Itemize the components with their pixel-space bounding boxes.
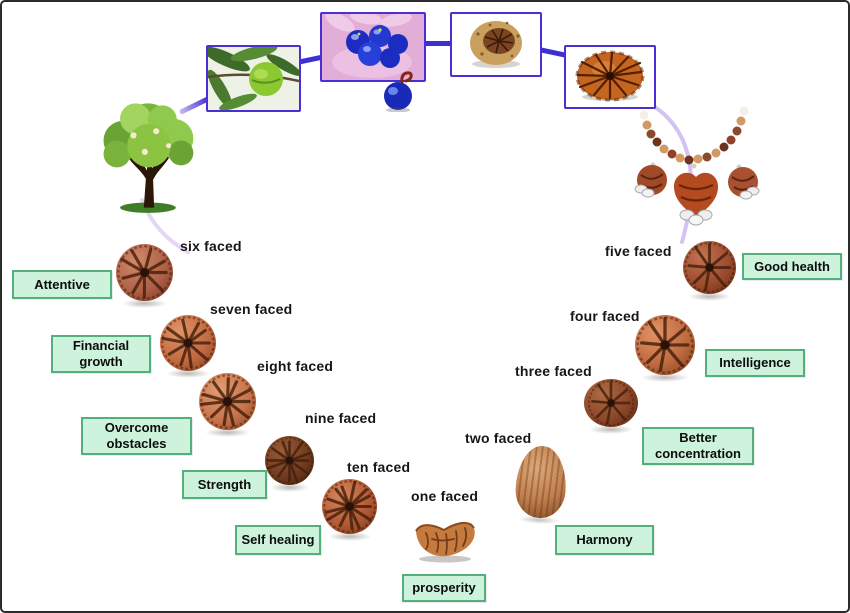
necklace-right-pendant <box>728 167 760 200</box>
label-ten-faced: ten faced <box>347 459 411 475</box>
necklace-left-pendant <box>634 165 667 198</box>
dried-bead-photo <box>450 12 542 77</box>
bead-four-faced <box>635 315 695 382</box>
bead-seven-faced <box>160 315 216 378</box>
bead-eight-faced <box>199 373 256 437</box>
benefit-good-health: Good health <box>742 253 842 280</box>
berry-cluster <box>346 25 408 68</box>
connector-dried-to-bead <box>538 47 567 58</box>
label-four-faced: four faced <box>570 308 640 324</box>
label-one-faced: one faced <box>411 488 479 504</box>
rudraksha-tree-image <box>103 103 194 213</box>
bead-one-faced <box>415 521 475 563</box>
necklace-strand <box>639 106 749 170</box>
bead-two-faced <box>514 444 568 520</box>
unripe-fruit-photo <box>206 45 301 112</box>
benefit-attentive: Attentive <box>12 270 112 299</box>
necklace-center-pendant <box>673 172 719 226</box>
bead-six-faced <box>116 244 173 308</box>
benefit-financial-growth: Financial growth <box>51 335 151 373</box>
bead-three-faced <box>584 379 638 434</box>
label-five-faced: five faced <box>605 243 672 259</box>
single-berry-image <box>384 71 413 112</box>
benefit-prosperity: prosperity <box>402 574 486 602</box>
rudraksha-bead-photo <box>564 45 656 109</box>
benefit-harmony: Harmony <box>555 525 654 555</box>
label-six-faced: six faced <box>180 238 242 254</box>
rudraksha-necklace-image <box>634 106 760 226</box>
bead-five-faced <box>683 241 736 301</box>
bead-nine-faced <box>265 436 314 492</box>
tree-canopy <box>103 103 194 168</box>
label-eight-faced: eight faced <box>257 358 334 374</box>
benefit-overcome-obstacles: Overcome obstacles <box>81 417 192 455</box>
label-nine-faced: nine faced <box>305 410 377 426</box>
bead-ten-faced <box>322 479 377 541</box>
connector-berries-to-dried <box>423 41 453 46</box>
benefit-better-concentration: Better concentration <box>642 427 754 465</box>
label-seven-faced: seven faced <box>210 301 293 317</box>
label-two-faced: two faced <box>465 430 532 446</box>
benefit-self-healing: Self healing <box>235 525 321 555</box>
label-three-faced: three faced <box>515 363 592 379</box>
blue-berries-in-hand-photo <box>320 12 426 82</box>
benefit-intelligence: Intelligence <box>705 349 805 377</box>
benefit-strength: Strength <box>182 470 267 499</box>
